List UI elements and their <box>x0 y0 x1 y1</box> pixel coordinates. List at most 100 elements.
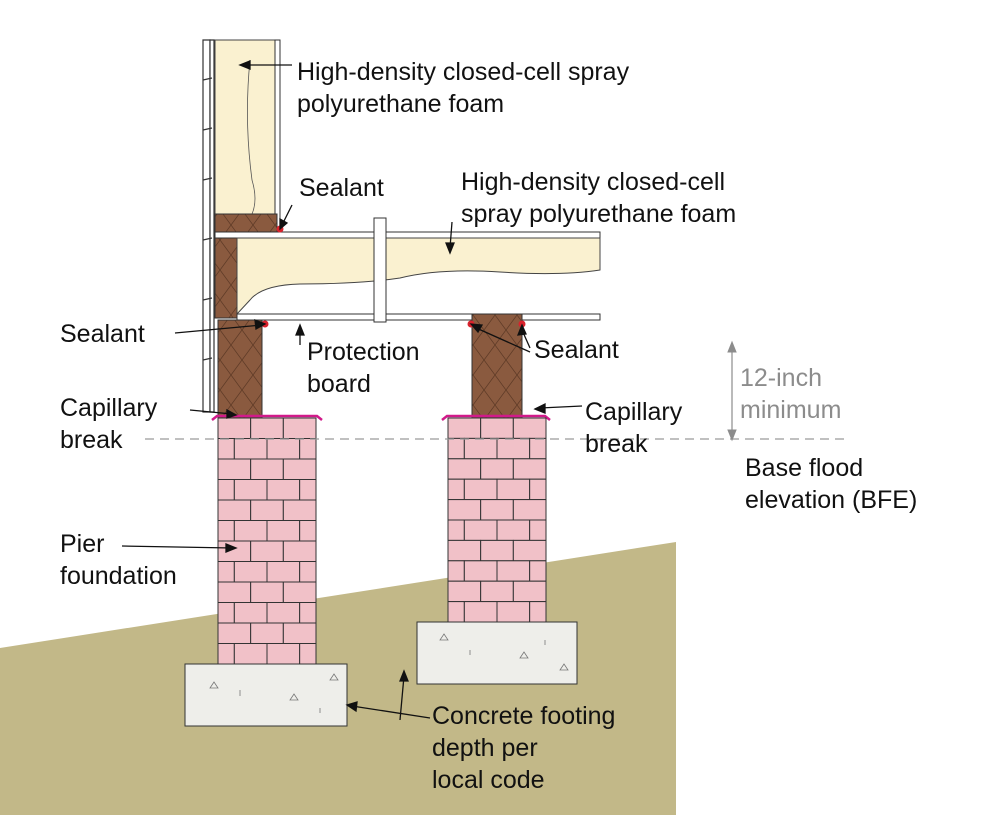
label-bfe-line2: elevation (BFE) <box>745 486 918 514</box>
brick <box>217 520 235 542</box>
label-foam-floor-line1: High-density closed-cell <box>461 168 726 196</box>
brick <box>480 539 514 562</box>
min-height-dimension <box>727 340 737 442</box>
left-beam <box>217 319 263 419</box>
footing-left <box>184 663 348 727</box>
footing-aggregate <box>209 633 569 713</box>
label-foam-floor: High-density closed-cell spray polyureth… <box>461 166 736 230</box>
capillary-break-right <box>441 414 551 421</box>
label-min-height: 12-inch minimum <box>740 362 841 426</box>
protection-board <box>236 313 601 321</box>
brick <box>217 622 252 644</box>
wall-sheathing <box>274 39 281 231</box>
brick <box>529 519 547 541</box>
brick <box>447 580 482 603</box>
brick <box>512 499 547 521</box>
brick <box>529 437 547 460</box>
brick <box>217 417 252 439</box>
brick <box>480 458 514 480</box>
brick <box>463 519 498 541</box>
brick <box>529 601 547 623</box>
brick <box>480 417 514 439</box>
brick <box>266 438 301 460</box>
brick <box>512 458 547 480</box>
floor-penetration <box>373 217 387 323</box>
leader-lines <box>121 60 583 721</box>
brick <box>529 560 547 582</box>
brick <box>217 643 235 665</box>
brick <box>250 458 284 480</box>
label-sealant-top: Sealant <box>299 174 384 202</box>
brick <box>282 581 317 603</box>
label-min-height-line1: 12-inch <box>740 364 822 392</box>
label-capillary-left-line2: break <box>60 426 123 454</box>
brick <box>250 499 284 521</box>
subfloor <box>214 231 601 239</box>
brick <box>250 417 284 439</box>
brick <box>496 560 531 582</box>
brick <box>282 499 317 521</box>
label-capillary-left-line1: Capillary <box>60 394 158 422</box>
right-beam <box>471 313 523 419</box>
brick <box>233 602 268 624</box>
label-foam-wall-line2: polyurethane foam <box>297 90 505 118</box>
brick <box>299 438 317 460</box>
brick <box>233 561 268 583</box>
pier-right <box>447 417 547 623</box>
label-footing-line2: depth per <box>432 734 538 762</box>
label-foam-wall: High-density closed-cell spray polyureth… <box>297 56 629 120</box>
label-footing-line1: Concrete footing <box>432 702 616 730</box>
capillary-break-left <box>211 414 323 421</box>
pier-left <box>217 417 317 665</box>
brick <box>299 602 317 624</box>
label-protection-line2: board <box>307 370 371 398</box>
wall-foam <box>214 39 276 216</box>
brick <box>282 622 317 644</box>
label-pier: Pier foundation <box>60 528 177 592</box>
footing-right <box>416 621 578 685</box>
label-capillary-right-line2: break <box>585 430 648 458</box>
brick <box>512 580 547 603</box>
brick <box>299 643 317 665</box>
brick <box>217 602 235 624</box>
brick <box>496 601 531 623</box>
brick <box>447 478 465 501</box>
label-protection-board: Protection board <box>307 336 420 400</box>
brick <box>447 499 482 521</box>
brick <box>217 479 235 501</box>
brick <box>447 539 482 562</box>
label-pier-line2: foundation <box>60 562 177 590</box>
brick <box>529 478 547 501</box>
label-min-height-line2: minimum <box>740 396 842 424</box>
label-bfe: Base flood elevation (BFE) <box>745 452 917 516</box>
brick <box>217 581 252 603</box>
brick <box>233 438 268 460</box>
brick <box>250 622 284 644</box>
brick <box>282 540 317 562</box>
brick <box>217 540 252 562</box>
brick <box>463 560 498 582</box>
wall-siding <box>202 39 215 413</box>
brick <box>282 417 317 439</box>
brick <box>496 519 531 541</box>
label-foam-floor-line2: spray polyurethane foam <box>461 200 737 228</box>
brick <box>217 499 252 521</box>
brick <box>217 438 235 460</box>
brick <box>266 643 301 665</box>
label-pier-line1: Pier <box>60 530 105 558</box>
brick <box>512 539 547 562</box>
brick <box>512 417 547 439</box>
brick <box>217 561 235 583</box>
brick <box>250 581 284 603</box>
brick <box>447 519 465 541</box>
label-capillary-right: Capillary break <box>585 396 682 460</box>
brick <box>233 643 268 665</box>
brick <box>250 540 284 562</box>
brick <box>299 520 317 542</box>
sill-plate <box>214 213 278 233</box>
brick <box>447 458 482 480</box>
brick <box>480 580 514 603</box>
brick <box>463 478 498 501</box>
brick <box>299 479 317 501</box>
